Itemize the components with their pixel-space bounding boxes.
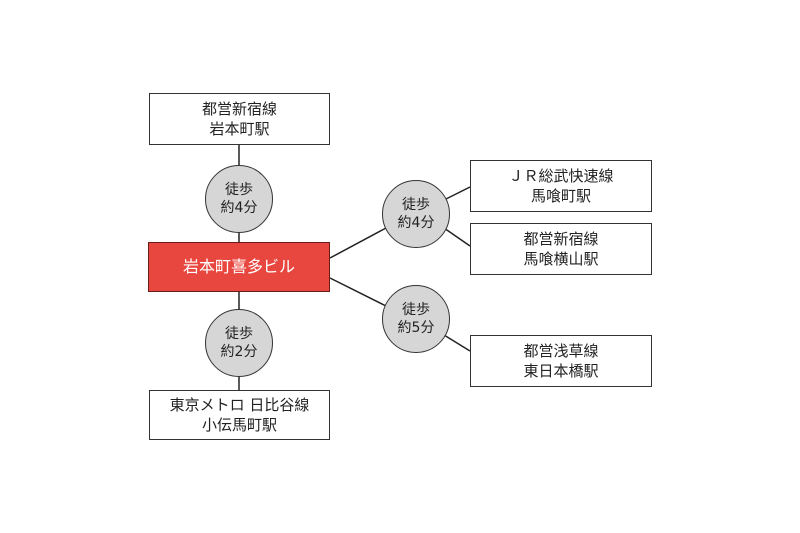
walk-label: 徒歩 (225, 326, 253, 342)
walk-time-badge-upper-right: 徒歩 約4分 (382, 180, 450, 248)
station-name-label: 岩本町駅 (209, 120, 270, 138)
station-box-bakurocho: ＪＲ総武快速線 馬喰町駅 (470, 160, 652, 212)
walk-minutes: 約2分 (220, 344, 258, 360)
walk-time-badge-lower-right: 徒歩 約5分 (382, 285, 450, 353)
station-line-label: 東京メトロ 日比谷線 (169, 396, 310, 414)
walk-minutes: 約4分 (220, 200, 258, 216)
walk-minutes: 約5分 (397, 320, 435, 336)
station-name-label: 小伝馬町駅 (201, 416, 277, 434)
connector-line-lower-right (329, 277, 387, 307)
station-line-label: 都営新宿線 (523, 230, 599, 248)
connector-line-to-bakurocho (443, 186, 471, 201)
station-box-bakuroyokoyama: 都営新宿線 馬喰横山駅 (470, 223, 652, 275)
station-line-label: 都営浅草線 (523, 342, 599, 360)
walk-label: 徒歩 (402, 302, 430, 318)
center-building-label: 岩本町喜多ビル (182, 257, 295, 276)
station-box-higashinihombashi: 都営浅草線 東日本橋駅 (470, 335, 652, 387)
connector-line-upper-right (329, 227, 387, 259)
walk-label: 徒歩 (402, 197, 430, 213)
station-name-label: 馬喰町駅 (530, 187, 591, 205)
station-box-kodemmacho: 東京メトロ 日比谷線 小伝馬町駅 (149, 390, 330, 440)
center-building-box: 岩本町喜多ビル (148, 242, 330, 292)
connector-line-to-bakuroyokoyama (443, 227, 471, 247)
station-line-label: ＪＲ総武快速線 (508, 167, 614, 185)
walk-time-badge-bottom: 徒歩 約2分 (205, 309, 273, 377)
station-name-label: 東日本橋駅 (523, 362, 599, 380)
station-box-iwamotocho: 都営新宿線 岩本町駅 (149, 93, 330, 145)
walk-minutes: 約4分 (397, 215, 435, 231)
station-line-label: 都営新宿線 (201, 100, 277, 118)
walk-label: 徒歩 (225, 182, 253, 198)
walk-time-badge-top: 徒歩 約4分 (205, 165, 273, 233)
connector-line-to-higashinihombashi (443, 334, 471, 352)
station-name-label: 馬喰横山駅 (523, 250, 599, 268)
